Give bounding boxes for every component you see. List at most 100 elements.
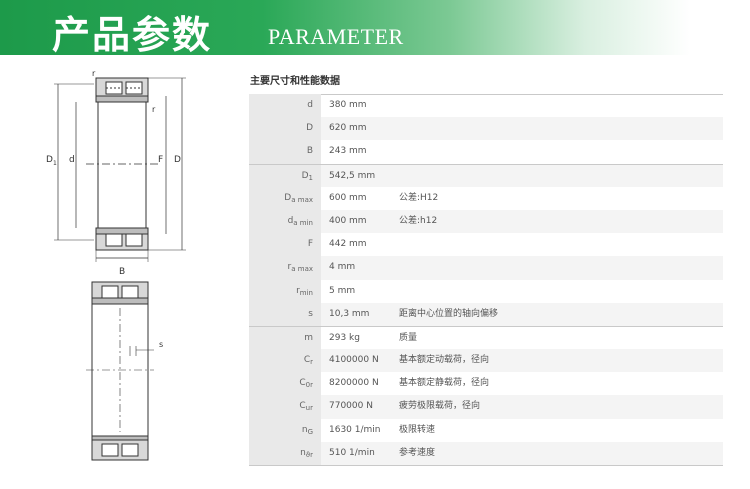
label-F: F [158, 155, 163, 165]
param-value: 8200000 N [329, 378, 379, 389]
param-description: 基本额定动载荷，径向 [397, 349, 723, 373]
param-description: 基本额定静载荷，径向 [399, 378, 490, 389]
param-description: 公差:H12 [399, 192, 439, 203]
param-value: 4100000 N [321, 349, 397, 373]
param-symbol-main: r [287, 262, 292, 273]
param-symbol-main: D [301, 170, 309, 181]
param-symbol: ra max [249, 256, 321, 280]
param-symbol: C0r [249, 372, 321, 396]
param-description [397, 140, 723, 163]
table-row: C0r 8200000 N 基本额定静载荷，径向 [249, 372, 723, 396]
param-symbol-main: d [307, 100, 313, 110]
param-value: 542,5 mm [321, 164, 397, 187]
banner-title-cn: 产品参数 [52, 13, 213, 57]
label-r-top: r [92, 69, 96, 78]
param-symbol: m [249, 326, 321, 350]
param-description: 距离中心位置的轴向偏移 [397, 302, 723, 326]
param-symbol-sub: G [307, 427, 313, 436]
label-s: s [159, 340, 163, 349]
param-symbol-main: C [303, 355, 311, 366]
param-symbol-main: n [301, 424, 308, 435]
param-value: 293 kg [329, 332, 360, 343]
param-symbol-sub: min [299, 288, 313, 297]
label-d: d [69, 155, 75, 165]
bearing-drawing: r r D 1 d F D B s [46, 69, 186, 461]
param-symbol-sub: a max [291, 195, 313, 204]
param-description: 公差:h12 [397, 209, 723, 234]
param-symbol-sub: 1 [308, 173, 313, 182]
param-symbol-sub: a min [293, 218, 313, 227]
param-symbol-main: n [300, 447, 306, 458]
param-symbol: d [249, 94, 321, 118]
param-description [397, 164, 723, 187]
param-value: 400 mm [321, 209, 397, 234]
table-row: rmin 5 mm [249, 279, 723, 303]
table-row: Da max 600 mm 公差:H12 [249, 186, 723, 210]
param-symbol-main: D [306, 123, 313, 134]
param-symbol-sub: ϑr [305, 450, 313, 459]
table-bottom-rule [249, 465, 723, 466]
param-symbol-main: r [296, 285, 300, 296]
param-symbol: rmin [249, 279, 321, 303]
param-value: 10,3 mm [321, 302, 397, 326]
param-description: 质量 [399, 332, 418, 343]
param-symbol-main: m [304, 332, 313, 343]
param-symbol: D [249, 117, 321, 141]
param-description [397, 233, 723, 256]
param-symbol-main: D [284, 192, 292, 203]
param-description [397, 280, 723, 303]
table-row: nG 1630 1/min 极限转速 [249, 418, 723, 442]
param-symbol: s [249, 302, 321, 326]
table-top-rule [249, 94, 723, 95]
table-row: d 380 mm [249, 94, 723, 118]
label-r-right: r [152, 105, 156, 114]
param-symbol-sub: r [310, 358, 313, 367]
param-value: 243 mm [329, 146, 367, 157]
param-value: 380 mm [329, 100, 367, 110]
param-symbol-sub: a max [291, 265, 313, 274]
param-symbol: D1 [249, 164, 321, 187]
param-value: 1630 1/min [329, 424, 381, 435]
param-value: 510 1/min [321, 441, 397, 465]
banner-title-en: PARAMETER [268, 24, 404, 49]
bearing-section-top [54, 77, 186, 262]
param-description: 极限转速 [399, 424, 436, 435]
param-description: 疲劳极限载荷，径向 [397, 395, 723, 419]
param-symbol-main: d [287, 215, 294, 226]
label-D: D [174, 155, 181, 165]
param-symbol-sub: ur [305, 404, 313, 413]
param-symbol-main: C [299, 378, 306, 389]
table-row: m 293 kg 质量 [249, 325, 723, 350]
label-D1: D [46, 155, 53, 165]
param-value: 770000 N [321, 395, 397, 419]
param-description [397, 94, 723, 117]
param-value: 5 mm [329, 285, 356, 296]
param-value: 620 mm [321, 117, 397, 141]
section-title: 主要尺寸和性能数据 [250, 76, 340, 87]
param-symbol-main: C [299, 401, 306, 412]
label-B: B [119, 267, 125, 277]
param-symbol: nϑr [249, 441, 321, 465]
param-description [397, 256, 723, 280]
param-value: 600 mm [329, 192, 367, 203]
param-symbol-main: F [307, 239, 313, 250]
table-row: D 620 mm [249, 117, 723, 141]
table-row: B 243 mm [249, 140, 723, 164]
param-symbol-main: B [306, 146, 313, 157]
param-symbol: B [249, 140, 321, 164]
param-description [397, 117, 723, 141]
param-symbol: Cur [249, 395, 321, 419]
header-banner: 产品参数 PARAMETER [0, 0, 750, 57]
param-symbol: Da max [249, 186, 321, 210]
param-symbol-sub: 0r [305, 381, 313, 390]
bearing-section-bottom [86, 281, 154, 461]
